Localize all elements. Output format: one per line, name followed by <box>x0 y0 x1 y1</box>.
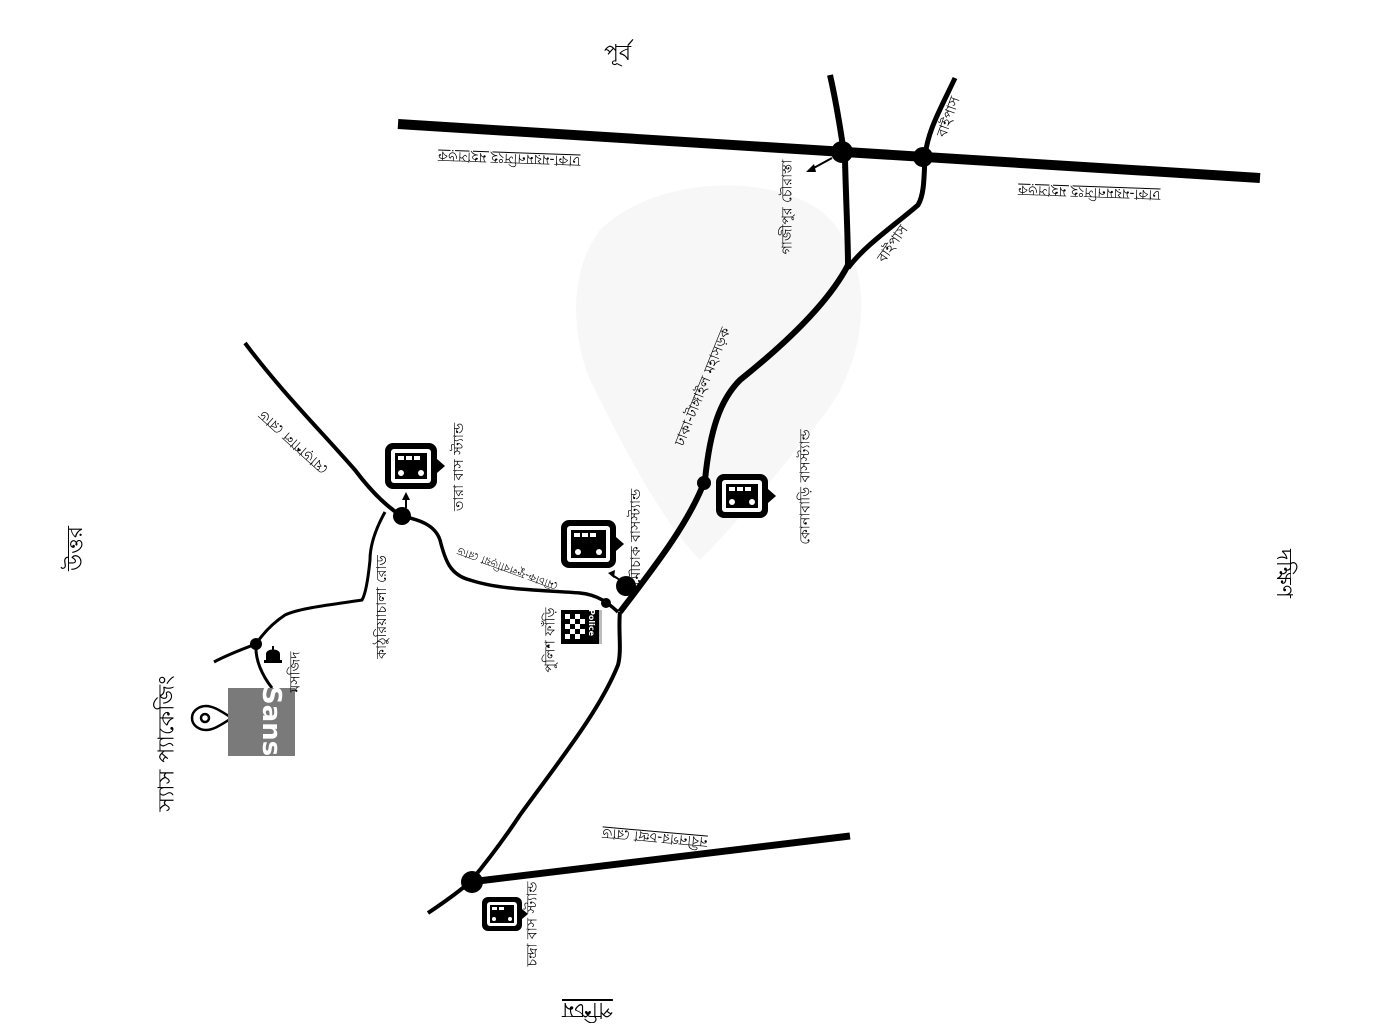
label-police-sign: Police <box>587 608 597 637</box>
watermark <box>576 185 862 560</box>
compass-north: উত্তর <box>62 526 88 571</box>
label-dhaka-mymensingh-highway-right: ঢাকা-ময়মনসিংহ মহাসড়ক <box>1017 181 1161 203</box>
junction-mosque <box>250 638 262 650</box>
arrow-head-icon <box>402 492 410 500</box>
label-kathuriachala-road: কাঠুরিয়াচালা রোড <box>373 555 390 659</box>
label-tara-bus-stand: তারা বাস স্ট্যান্ড <box>451 422 468 512</box>
compass-south: দক্ষিণ <box>1270 549 1296 598</box>
label-police-outpost: পুলিশ ফাঁড়ি <box>542 607 559 673</box>
road-dhaka-mymensingh-highway <box>397 119 1261 183</box>
road-kathuriachala <box>254 511 387 645</box>
road-mouchak-fulbaria <box>401 514 620 614</box>
road-bypass <box>845 76 958 270</box>
junction-police <box>601 598 611 608</box>
label-dhaka-mymensingh-highway-left: ঢাকা-ময়মনসিংহ মহাসড়ক <box>437 147 581 169</box>
road-mosque-branch <box>213 642 274 689</box>
mosque-icon <box>264 646 282 663</box>
label-chandra-bus-stand: চন্দ্রা বাস স্ট্যান্ড <box>524 881 541 967</box>
label-mouchak-bus-stand: মৌচাক বাসস্ট্যান্ড <box>628 488 645 586</box>
compass-west: পশ্চিম <box>562 997 613 1022</box>
location-pin-icon <box>190 704 235 732</box>
compass-east: পূর্ব <box>604 41 632 66</box>
junction-chandra <box>461 871 483 893</box>
label-sans-packaging: স্যাস প্যাকেজিং <box>154 675 180 812</box>
label-sans-logo: Sans <box>256 685 287 757</box>
label-konabari-bus-stand: কোনাবাড়ি বাসস্ট্যান্ড <box>797 429 814 545</box>
bus-stand-icon-chandra <box>482 897 528 931</box>
label-mosque: মসজিদ <box>287 651 304 693</box>
junction-gazipur-chowrasta <box>831 141 853 163</box>
bus-stand-icon-tara <box>385 443 445 489</box>
bus-stand-icon-mouchak <box>561 520 624 568</box>
road-nabinagar-chandra <box>469 832 851 886</box>
junction-tara <box>393 507 411 525</box>
label-gazipur-chowrasta: গাজীপুর চৌরাস্তা <box>779 159 796 255</box>
bus-stand-icon-konabari <box>716 474 776 518</box>
junction-konabari <box>697 476 711 490</box>
junction-bypass <box>913 147 933 167</box>
arrow-head-icon <box>806 164 816 172</box>
arrow-head-icon <box>608 570 615 578</box>
road-ghorashal <box>243 341 402 517</box>
sans-logo <box>228 688 295 756</box>
junction-mouchak <box>616 576 636 596</box>
police-icon <box>561 610 602 644</box>
